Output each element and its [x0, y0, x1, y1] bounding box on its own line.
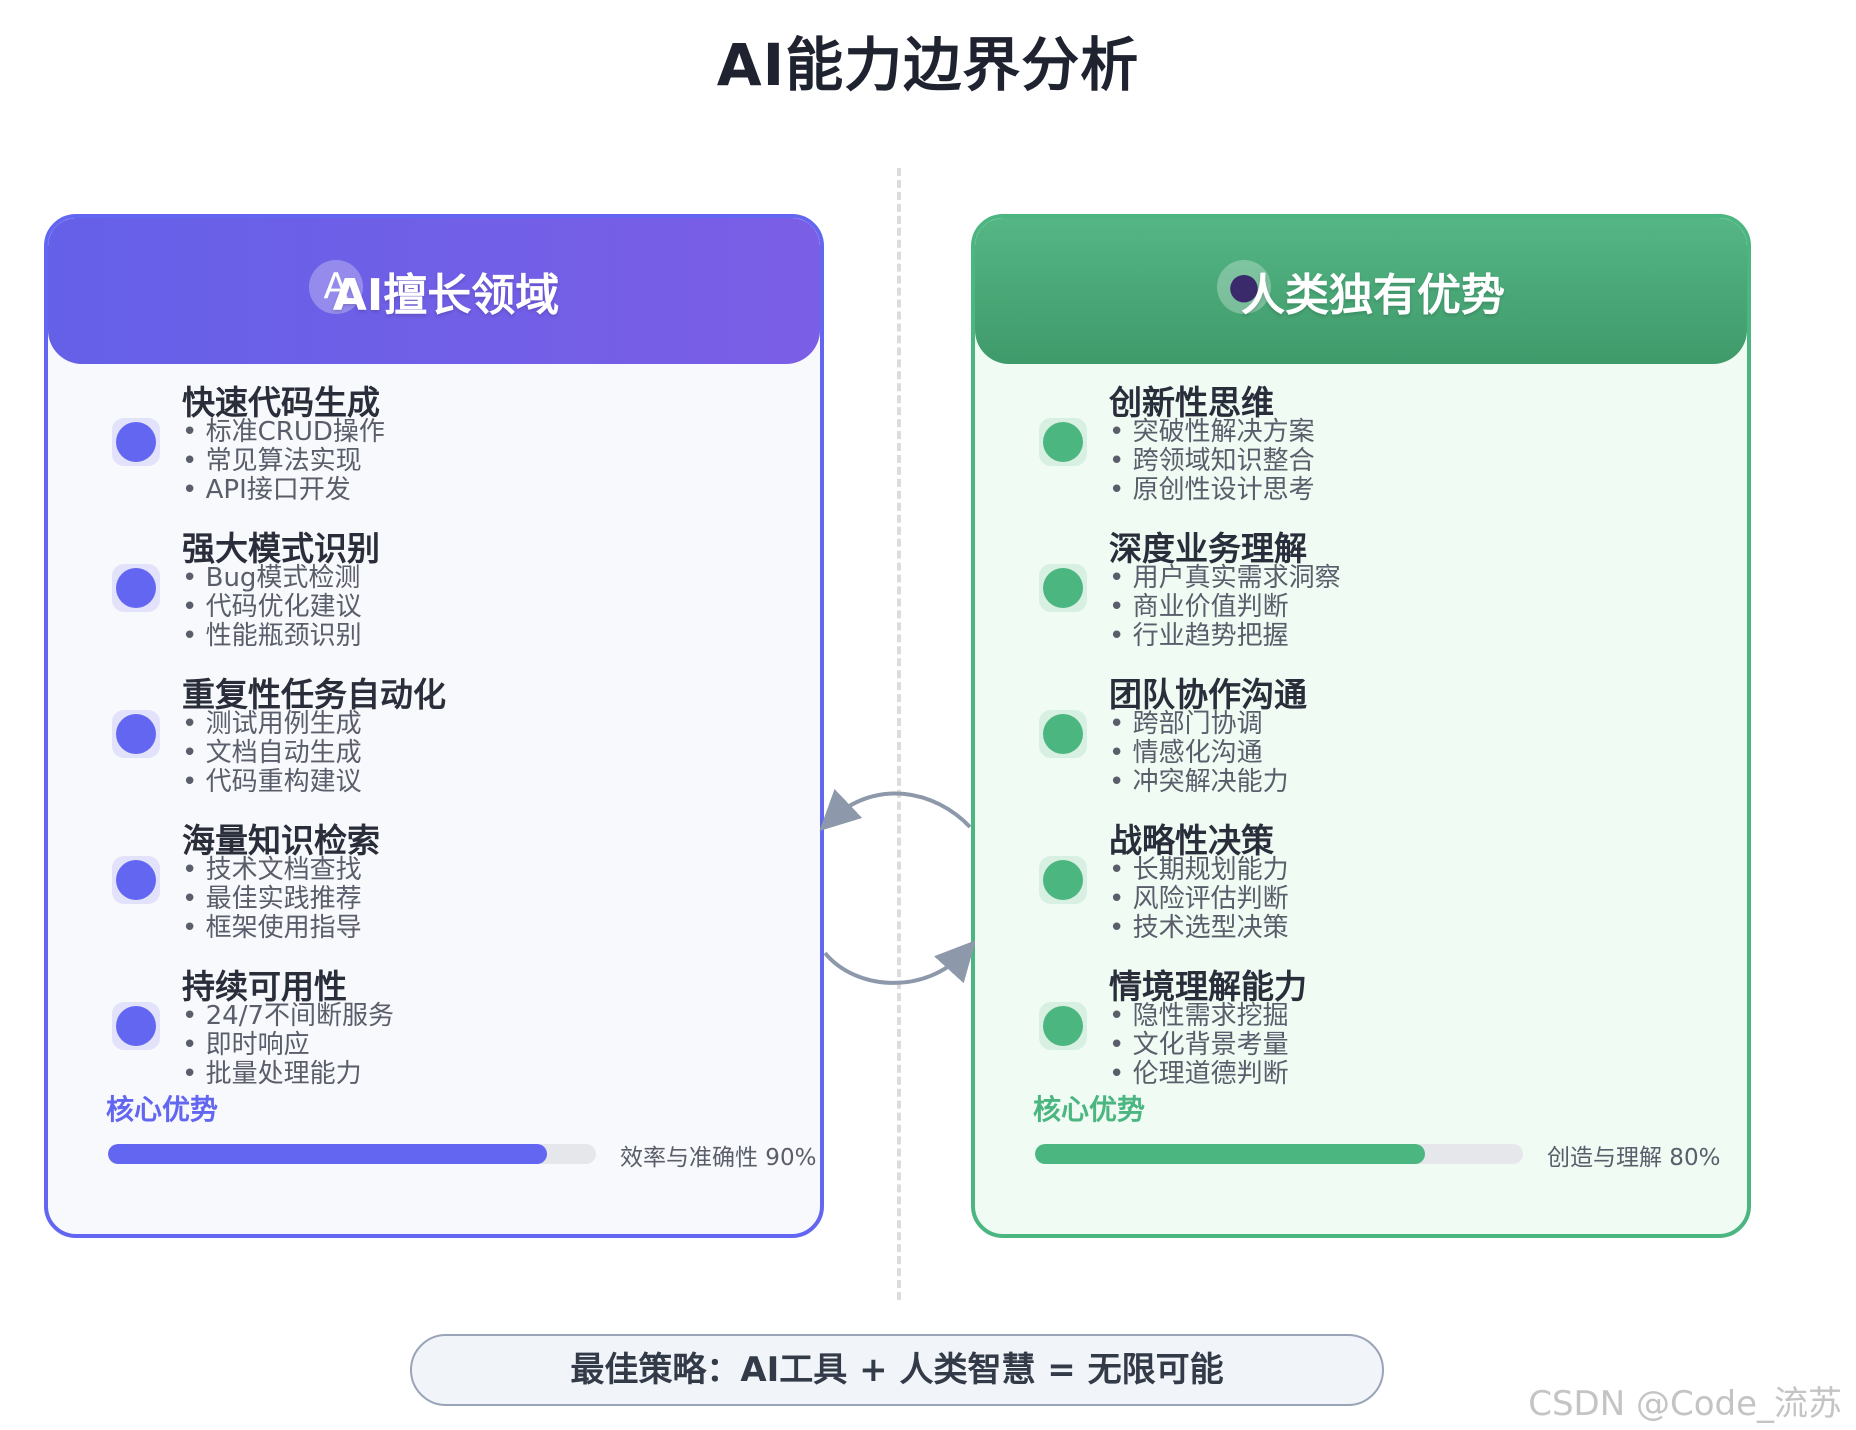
capability-bullet: 跨领域知识整合 [1109, 447, 1315, 476]
human-progress-track [1035, 1144, 1523, 1164]
capability-bullet: API接口开发 [182, 476, 385, 505]
capability-bullet: 最佳实践推荐 [182, 885, 362, 914]
human-progress-caption: 创造与理解 80% [1547, 1145, 1721, 1171]
capability-item: 团队协作沟通跨部门协调情感化沟通冲突解决能力 [975, 675, 1747, 826]
capability-bullet: 标准CRUD操作 [182, 418, 385, 447]
capability-title: 团队协作沟通 [1109, 675, 1307, 714]
arrow-to-ai [819, 788, 972, 832]
robot-icon: A [308, 260, 363, 314]
strategy-banner: 最佳策略：AI工具 + 人类智慧 = 无限可能 [410, 1334, 1384, 1406]
capability-bullets: 标准CRUD操作常见算法实现API接口开发 [182, 418, 385, 505]
capability-bullet: 代码重构建议 [182, 768, 362, 797]
capability-bullet: 技术文档查找 [182, 856, 362, 885]
capability-title: 强大模式识别 [182, 529, 380, 568]
human-panel-title: 人类独有优势 [1241, 270, 1505, 321]
capability-title: 战略性决策 [1109, 821, 1274, 860]
capability-item: 创新性思维突破性解决方案跨领域知识整合原创性设计思考 [975, 383, 1747, 534]
capability-bullets: Bug模式检测代码优化建议性能瓶颈识别 [182, 564, 362, 651]
center-divider [897, 168, 901, 1300]
bullet-dot-icon [112, 856, 160, 904]
person-icon: ● [1217, 260, 1271, 314]
capability-bullet: 商业价值判断 [1109, 593, 1341, 622]
bullet-dot-icon [1039, 856, 1087, 904]
capability-bullet: 伦理道德判断 [1109, 1060, 1289, 1089]
ai-panel: A AI擅长领域 快速代码生成标准CRUD操作常见算法实现API接口开发强大模式… [44, 214, 824, 1238]
human-core-label: 核心优势 [1033, 1093, 1146, 1126]
capability-bullet: 代码优化建议 [182, 593, 362, 622]
capability-item: 海量知识检索技术文档查找最佳实践推荐框架使用指导 [48, 821, 820, 972]
capability-bullet: 长期规划能力 [1109, 856, 1289, 885]
ai-progress-fill [108, 1144, 548, 1164]
capability-item: 深度业务理解用户真实需求洞察商业价值判断行业趋势把握 [975, 529, 1747, 680]
ai-panel-title: AI擅长领域 [332, 270, 560, 321]
capability-bullet: 测试用例生成 [182, 710, 362, 739]
arrow-to-human [823, 940, 975, 985]
capability-bullet: 24/7不间断服务 [182, 1002, 394, 1031]
capability-bullet: 即时响应 [182, 1031, 394, 1060]
capability-bullet: 突破性解决方案 [1109, 418, 1315, 447]
capability-item: 强大模式识别Bug模式检测代码优化建议性能瓶颈识别 [48, 529, 820, 680]
bullet-dot-icon [1039, 564, 1087, 612]
ai-progress-track [108, 1144, 596, 1164]
capability-bullet: 冲突解决能力 [1109, 768, 1289, 797]
capability-title: 重复性任务自动化 [182, 675, 446, 714]
capability-bullets: 长期规划能力风险评估判断技术选型决策 [1109, 856, 1289, 943]
capability-bullet: 原创性设计思考 [1109, 476, 1315, 505]
capability-bullet: 跨部门协调 [1109, 710, 1289, 739]
capability-bullets: 技术文档查找最佳实践推荐框架使用指导 [182, 856, 362, 943]
human-progress-fill [1035, 1144, 1426, 1164]
capability-bullet: 批量处理能力 [182, 1060, 394, 1089]
bullet-dot-icon [112, 418, 160, 466]
capability-title: 深度业务理解 [1109, 529, 1307, 568]
capability-title: 快速代码生成 [182, 383, 380, 422]
capability-bullet: 用户真实需求洞察 [1109, 564, 1341, 593]
capability-bullets: 24/7不间断服务即时响应批量处理能力 [182, 1002, 394, 1089]
bullet-dot-icon [1039, 418, 1087, 466]
capability-item: 重复性任务自动化测试用例生成文档自动生成代码重构建议 [48, 675, 820, 826]
ai-panel-header: A AI擅长领域 [48, 218, 820, 364]
capability-title: 创新性思维 [1109, 383, 1274, 422]
capability-item: 快速代码生成标准CRUD操作常见算法实现API接口开发 [48, 383, 820, 534]
capability-bullet: 行业趋势把握 [1109, 622, 1341, 651]
capability-bullets: 隐性需求挖掘文化背景考量伦理道德判断 [1109, 1002, 1289, 1089]
capability-title: 海量知识检索 [182, 821, 380, 860]
watermark: CSDN @Code_流苏 [1528, 1384, 1842, 1424]
human-panel: ● 人类独有优势 创新性思维突破性解决方案跨领域知识整合原创性设计思考深度业务理… [971, 214, 1751, 1238]
capability-bullet: 情感化沟通 [1109, 739, 1289, 768]
exchange-arrows [819, 788, 975, 985]
capability-bullet: 文化背景考量 [1109, 1031, 1289, 1060]
capability-bullet: 框架使用指导 [182, 914, 362, 943]
bullet-dot-icon [1039, 710, 1087, 758]
bullet-dot-icon [112, 710, 160, 758]
capability-bullet: 文档自动生成 [182, 739, 362, 768]
capability-bullets: 测试用例生成文档自动生成代码重构建议 [182, 710, 362, 797]
capability-item: 持续可用性24/7不间断服务即时响应批量处理能力 [48, 967, 820, 1118]
capability-bullets: 用户真实需求洞察商业价值判断行业趋势把握 [1109, 564, 1341, 651]
bullet-dot-icon [112, 1002, 160, 1050]
capability-bullet: 常见算法实现 [182, 447, 385, 476]
ai-progress-caption: 效率与准确性 90% [620, 1145, 817, 1171]
bullet-dot-icon [112, 564, 160, 612]
capability-bullets: 突破性解决方案跨领域知识整合原创性设计思考 [1109, 418, 1315, 505]
capability-bullets: 跨部门协调情感化沟通冲突解决能力 [1109, 710, 1289, 797]
capability-bullet: 隐性需求挖掘 [1109, 1002, 1289, 1031]
diagram-title: AI能力边界分析 [716, 31, 1140, 99]
ai-core-label: 核心优势 [106, 1093, 219, 1126]
capability-title: 情境理解能力 [1109, 967, 1307, 1006]
capability-item: 情境理解能力隐性需求挖掘文化背景考量伦理道德判断 [975, 967, 1747, 1118]
capability-item: 战略性决策长期规划能力风险评估判断技术选型决策 [975, 821, 1747, 972]
capability-bullet: 技术选型决策 [1109, 914, 1289, 943]
bullet-dot-icon [1039, 1002, 1087, 1050]
human-panel-header: ● 人类独有优势 [975, 218, 1747, 364]
capability-bullet: 风险评估判断 [1109, 885, 1289, 914]
capability-bullet: Bug模式检测 [182, 564, 362, 593]
capability-title: 持续可用性 [182, 967, 347, 1006]
capability-bullet: 性能瓶颈识别 [182, 622, 362, 651]
